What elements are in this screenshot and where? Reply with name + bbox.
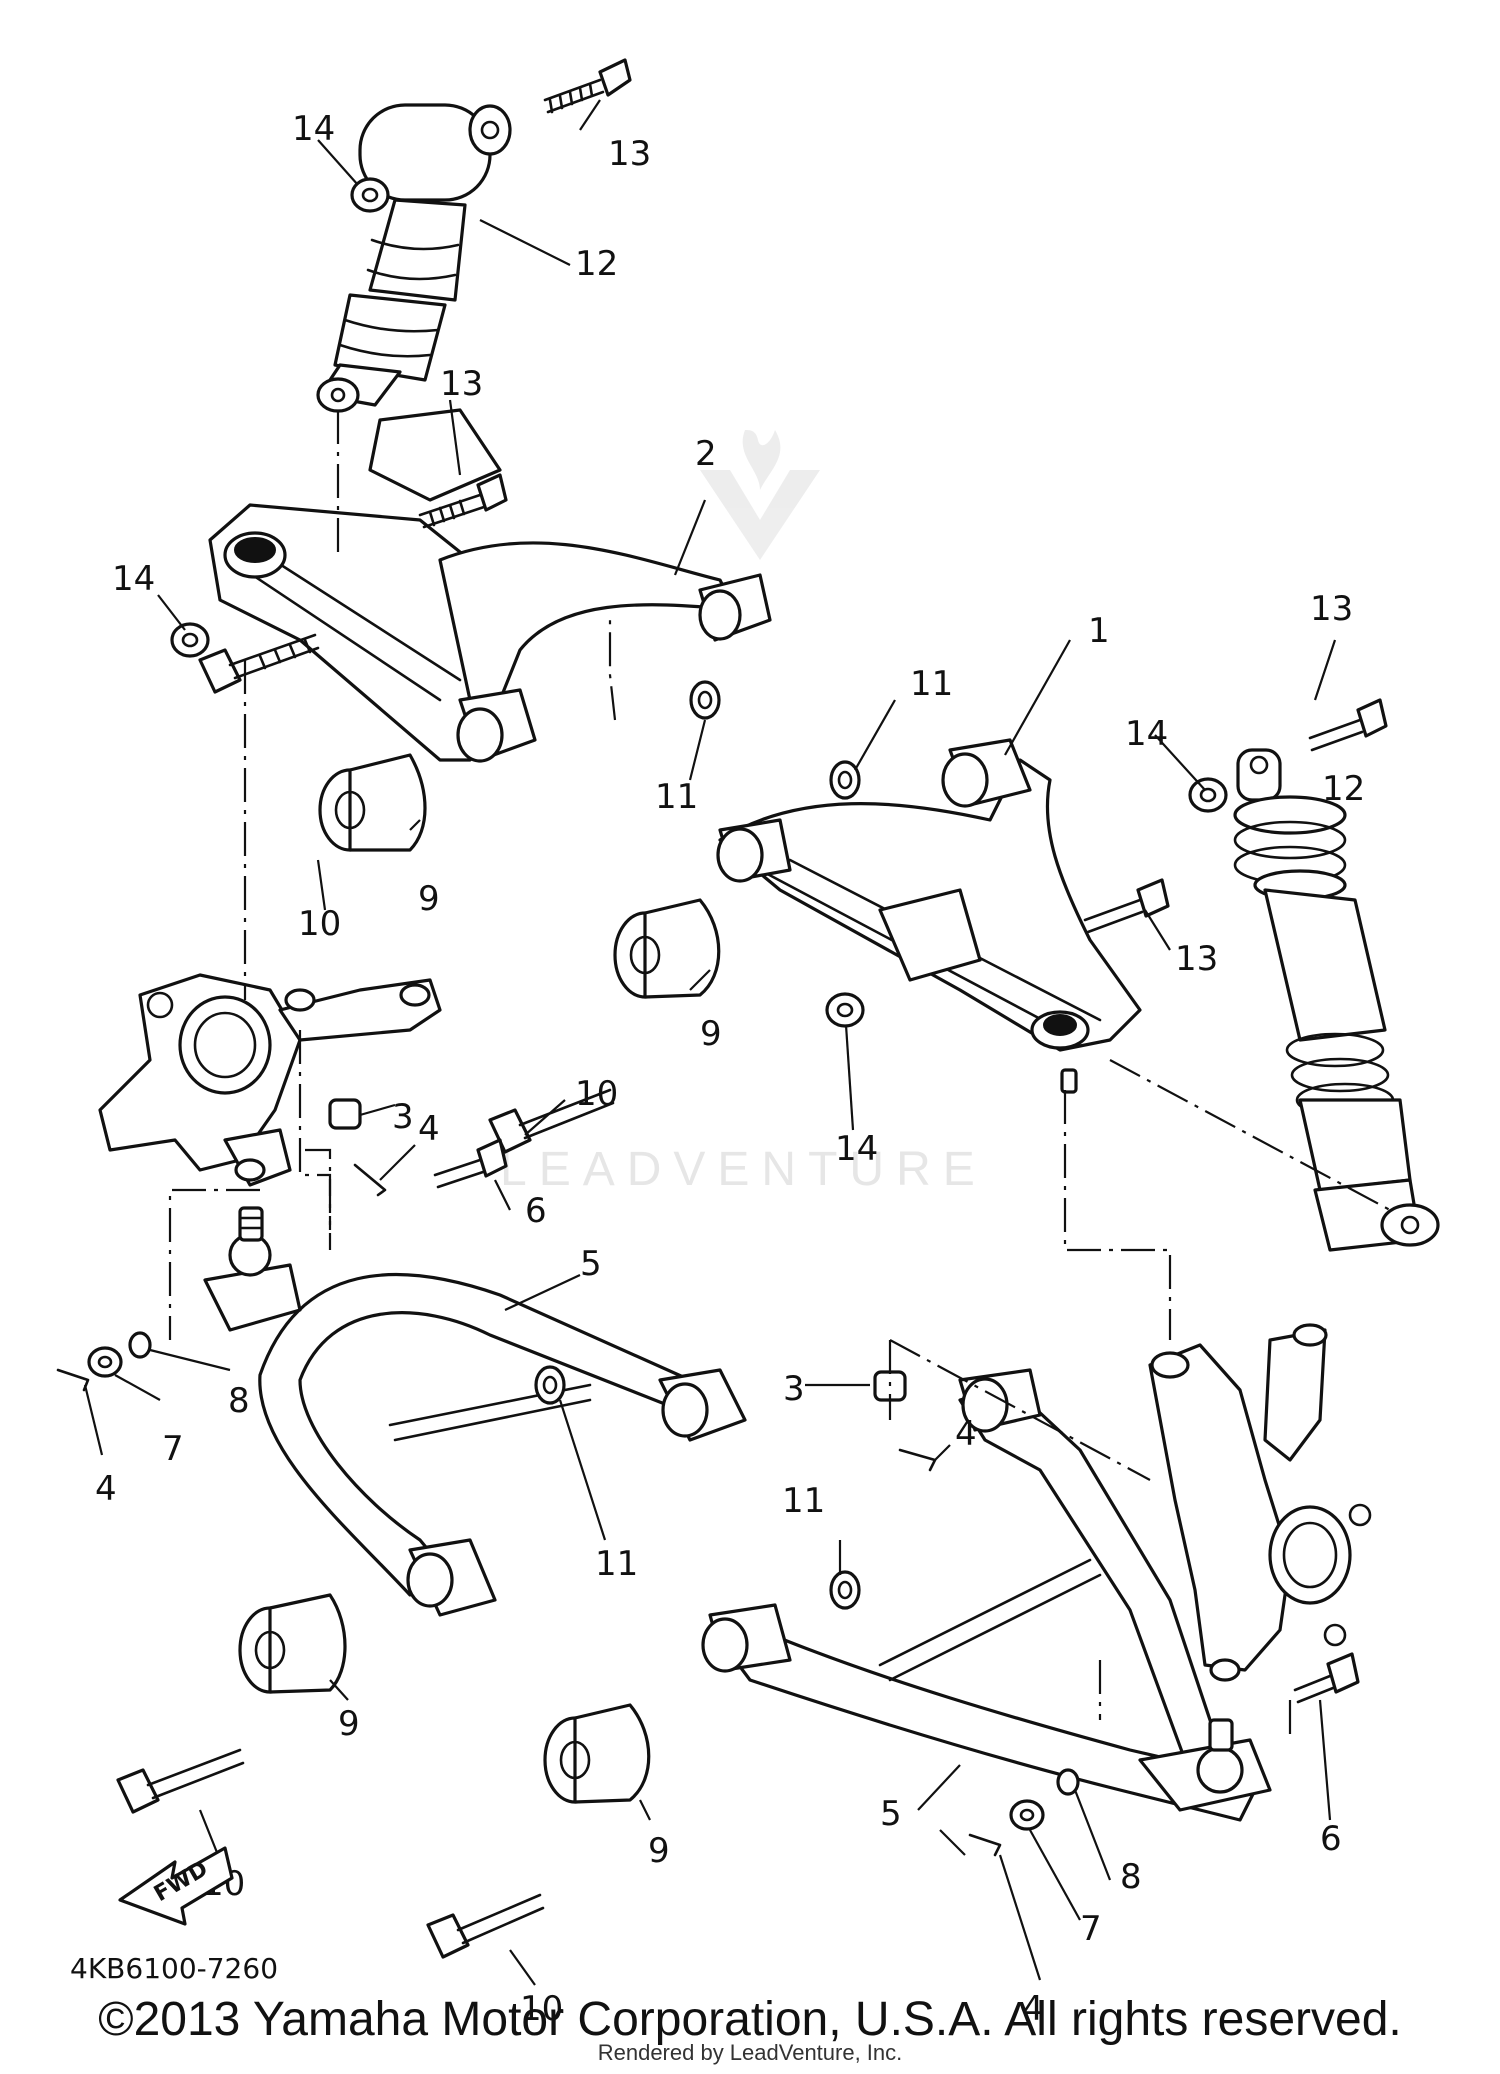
callout-6-right: 6 bbox=[1320, 1819, 1342, 1859]
bolt-10-a[interactable] bbox=[198, 633, 320, 694]
nut-11-a[interactable] bbox=[689, 680, 721, 720]
callout-4-d: 4 bbox=[1022, 1989, 1044, 2029]
callout-11-b: 11 bbox=[910, 664, 953, 704]
diagram-part-code: 4KB6100-7260 bbox=[70, 1952, 278, 1985]
pin-4-b[interactable] bbox=[56, 1368, 90, 1392]
callout-6-left: 6 bbox=[525, 1191, 547, 1231]
watermark-text: LEADVENTURE bbox=[500, 1143, 987, 1196]
callout-14-c: 14 bbox=[1125, 714, 1168, 754]
callout-13-a: 13 bbox=[608, 134, 651, 174]
nut-11-c[interactable] bbox=[534, 1365, 566, 1405]
callout-2: 2 bbox=[695, 434, 717, 474]
bolt-13-a[interactable] bbox=[543, 58, 632, 114]
pin-4-d[interactable] bbox=[968, 1833, 1002, 1857]
callout-4-c: 4 bbox=[955, 1414, 977, 1454]
bolt-10-c[interactable] bbox=[116, 1748, 245, 1814]
callout-4-b: 4 bbox=[95, 1469, 117, 1509]
copyright-text: ©2013 Yamaha Motor Corporation, U.S.A. A… bbox=[98, 1993, 1402, 2046]
callout-14-d: 14 bbox=[835, 1129, 878, 1169]
shock-absorber-left[interactable] bbox=[316, 103, 512, 413]
washer-8-right[interactable] bbox=[1056, 1768, 1080, 1796]
callout-14-a: 14 bbox=[292, 109, 335, 149]
nut-11-b[interactable] bbox=[829, 760, 861, 800]
callout-11-d: 11 bbox=[782, 1481, 825, 1521]
nut-7-right[interactable] bbox=[1009, 1799, 1045, 1831]
callout-9-a: 9 bbox=[418, 879, 440, 919]
bolt-13-b[interactable] bbox=[418, 473, 508, 529]
bushing-9-c[interactable] bbox=[238, 1593, 347, 1694]
callout-8-right: 8 bbox=[1120, 1857, 1142, 1897]
callout-5-left: 5 bbox=[580, 1244, 602, 1284]
steering-knuckle-right[interactable] bbox=[1148, 1323, 1372, 1682]
callout-9-d: 9 bbox=[648, 1831, 670, 1871]
callout-10-a: 10 bbox=[298, 904, 341, 944]
upper-arm-right[interactable] bbox=[716, 738, 1142, 1094]
callout-3-left: 3 bbox=[392, 1097, 414, 1137]
callout-8-left: 8 bbox=[228, 1381, 250, 1421]
washer-8-left[interactable] bbox=[128, 1331, 152, 1359]
nut-14-a[interactable] bbox=[350, 177, 390, 213]
nut-11-d[interactable] bbox=[829, 1570, 861, 1610]
callout-13-d: 13 bbox=[1175, 939, 1218, 979]
bushing-9-d[interactable] bbox=[543, 1703, 651, 1804]
steering-knuckle-left[interactable] bbox=[98, 973, 442, 1187]
callout-10-d: 10 bbox=[520, 1989, 563, 2029]
nut-7-left[interactable] bbox=[87, 1346, 123, 1378]
callout-7-right: 7 bbox=[1080, 1909, 1102, 1949]
pin-4-c[interactable] bbox=[898, 1448, 937, 1472]
upper-arm-left[interactable] bbox=[208, 408, 772, 763]
callout-11-a: 11 bbox=[655, 777, 698, 817]
callout-5-right: 5 bbox=[880, 1794, 902, 1834]
pin-4-a[interactable] bbox=[353, 1163, 387, 1197]
forward-direction-arrow: FWD bbox=[118, 1846, 234, 1926]
callout-12-left: 12 bbox=[575, 244, 618, 284]
nut-14-b[interactable] bbox=[170, 622, 210, 658]
callout-9-b: 9 bbox=[700, 1014, 722, 1054]
shock-absorber-right[interactable] bbox=[1233, 748, 1440, 1252]
callout-9-c: 9 bbox=[338, 1704, 360, 1744]
callout-leaders bbox=[83, 99, 1337, 1986]
callout-4-a: 4 bbox=[418, 1109, 440, 1149]
lower-arm-right[interactable] bbox=[701, 1368, 1272, 1822]
callout-3-right: 3 bbox=[783, 1369, 805, 1409]
callout-10-b: 10 bbox=[575, 1074, 618, 1114]
bushing-9-b[interactable] bbox=[613, 898, 721, 999]
rendered-by-text: Rendered by LeadVenture, Inc. bbox=[597, 2040, 903, 2065]
nut-14-c[interactable] bbox=[1188, 777, 1228, 813]
callout-1: 1 bbox=[1088, 611, 1110, 651]
assembly-lines bbox=[168, 410, 1391, 1740]
bolt-13-d[interactable] bbox=[1083, 878, 1170, 934]
bolt-6-right[interactable] bbox=[1293, 1652, 1360, 1704]
nut-3-left[interactable] bbox=[328, 1098, 362, 1130]
bolt-6-left[interactable] bbox=[433, 1138, 508, 1189]
nut-14-d[interactable] bbox=[825, 992, 865, 1028]
callout-13-b: 13 bbox=[440, 364, 483, 404]
bushing-9-a[interactable] bbox=[318, 753, 427, 852]
leadventure-watermark: LEADVENTURE bbox=[500, 430, 987, 1196]
callout-11-c: 11 bbox=[595, 1544, 638, 1584]
callout-14-b: 14 bbox=[112, 559, 155, 599]
bolt-10-d[interactable] bbox=[426, 1893, 545, 1959]
callout-13-c: 13 bbox=[1310, 589, 1353, 629]
lower-arm-left[interactable] bbox=[203, 1206, 747, 1617]
callout-7-left: 7 bbox=[162, 1429, 184, 1469]
callout-12-right: 12 bbox=[1322, 769, 1365, 809]
bolt-13-c[interactable] bbox=[1308, 698, 1388, 752]
